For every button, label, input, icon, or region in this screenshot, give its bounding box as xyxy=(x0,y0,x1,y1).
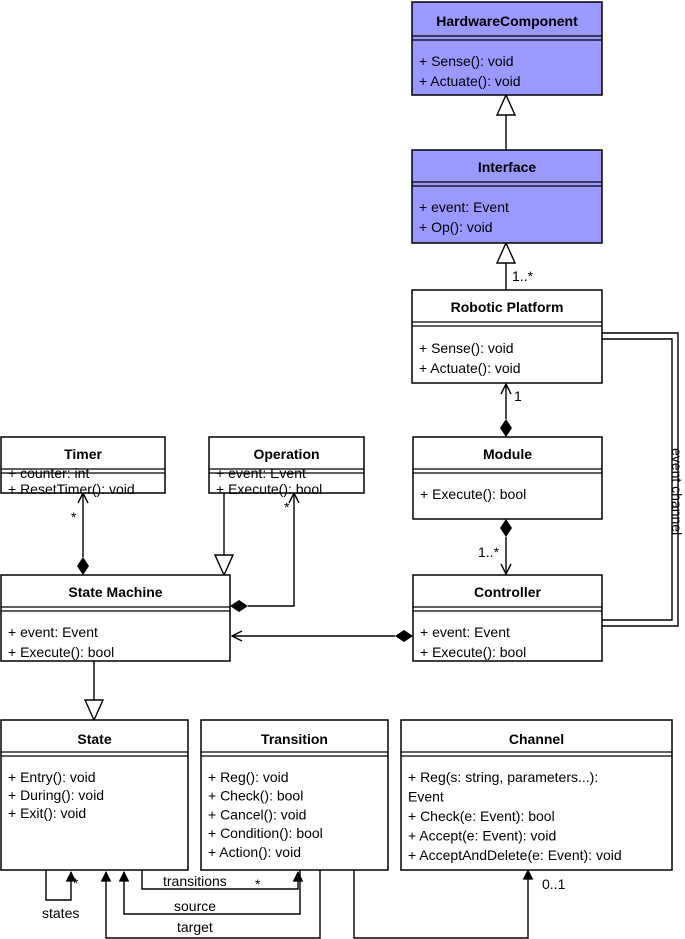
class-platform: Robotic Platform + Sense(): void + Actuate… xyxy=(411,289,603,384)
class-member: + Action(): void xyxy=(208,844,301,860)
composition-diamond-timer xyxy=(77,557,89,575)
class-box-platform xyxy=(411,289,603,384)
class-box-interface xyxy=(411,149,603,244)
class-interface: Interface + event: Event + Op(): void xyxy=(411,149,603,244)
class-timer: Timer + counter: int+ ResetTimer(): void xyxy=(0,436,166,497)
class-name-statemachine: State Machine xyxy=(68,584,162,600)
composition-operation xyxy=(248,493,294,607)
transitions-multiplicity: * xyxy=(255,876,261,892)
edge-labels: 1..* 1 1..* * * event channel transition… xyxy=(42,268,685,935)
event-channel-line-inner xyxy=(602,338,673,621)
class-member: + Cancel(): void xyxy=(208,806,306,822)
class-member: + Execute(): bool xyxy=(420,644,526,660)
class-box-state xyxy=(0,719,189,871)
class-member: + Actuate(): void xyxy=(419,73,521,89)
target-label: target xyxy=(177,919,213,935)
class-name-hardware: HardwareComponent xyxy=(436,13,578,29)
class-name-controller: Controller xyxy=(474,584,541,600)
module-controller-multiplicity: 1..* xyxy=(478,544,500,560)
class-box-statemachine xyxy=(0,574,231,662)
class-member: + ResetTimer(): void xyxy=(8,481,135,497)
class-member: + Reg(): void xyxy=(208,769,289,785)
class-member: + Sense(): void xyxy=(419,53,514,69)
interface-platform-multiplicity: 1..* xyxy=(512,268,534,284)
class-channel: Channel + Reg(s: string, parameters...): E… xyxy=(400,719,673,871)
class-member: + Op(): void xyxy=(419,219,493,235)
classes: HardwareComponent + Sense(): void + Actuat… xyxy=(0,1,673,871)
class-member: + Sense(): void xyxy=(419,340,514,356)
states-self-loop xyxy=(45,870,71,901)
class-name-module: Module xyxy=(483,446,532,462)
source-label: source xyxy=(174,898,216,914)
event-channel-line-outer xyxy=(602,332,679,627)
class-box-transition xyxy=(200,719,389,871)
composition-diamond-controller xyxy=(395,630,413,642)
composition-diamond-module-top xyxy=(500,419,512,437)
class-member: + Check(e: Event): bool xyxy=(408,808,555,824)
class-name-state: State xyxy=(77,731,111,747)
class-member: + Reg(s: string, parameters...): xyxy=(408,769,598,785)
class-transition: Transition + Reg(): void + Check(): bool + … xyxy=(200,719,389,871)
states-multiplicity: * xyxy=(73,875,79,891)
class-name-transition: Transition xyxy=(261,731,328,747)
source-association xyxy=(124,870,301,915)
states-label: states xyxy=(42,905,79,921)
class-name-interface: Interface xyxy=(478,159,537,175)
class-box-operation xyxy=(208,436,365,494)
timer-multiplicity: * xyxy=(71,509,77,525)
class-name-platform: Robotic Platform xyxy=(451,299,564,315)
class-member: + event: Event xyxy=(216,465,306,481)
class-member: + Actuate(): void xyxy=(419,360,521,376)
class-hardware: HardwareComponent + Sense(): void + Actuat… xyxy=(411,1,603,96)
class-member: + event: Event xyxy=(419,199,509,215)
generalization-triangle-interface xyxy=(495,241,517,264)
class-member: + Execute(): bool xyxy=(420,486,526,502)
class-controller: Controller + event: Event + Execute(): boo… xyxy=(412,574,603,662)
class-box-controller xyxy=(412,574,603,662)
generalization-triangle-operation xyxy=(213,554,235,577)
event-channel-label: event channel xyxy=(669,448,685,535)
class-box-timer xyxy=(0,436,166,494)
class-member: + counter: int xyxy=(8,465,89,481)
class-name-operation: Operation xyxy=(253,446,319,462)
class-member: + AcceptAndDelete(e: Event): void xyxy=(408,847,622,863)
operation-multiplicity: * xyxy=(284,499,290,515)
generalization-triangle-hardware xyxy=(495,93,517,116)
class-member: + Execute(): bool xyxy=(216,481,322,497)
class-name-channel: Channel xyxy=(509,731,564,747)
class-member: + event: Event xyxy=(8,624,98,640)
class-box-channel xyxy=(400,719,673,871)
class-operation: Operation + event: Event+ Execute(): bool xyxy=(208,436,365,497)
composition-diamond-sm xyxy=(230,600,248,612)
class-member: + Condition(): bool xyxy=(208,825,323,841)
generalization-triangle-sm xyxy=(83,699,105,722)
class-box-hardware xyxy=(411,1,603,96)
channel-association xyxy=(353,870,528,939)
platform-module-multiplicity: 1 xyxy=(514,388,522,404)
class-statemachine: State Machine + event: Event + Execute(): … xyxy=(0,574,231,662)
class-module: Module + Execute(): bool xyxy=(412,436,603,520)
class-member: Event xyxy=(408,789,444,805)
transitions-association xyxy=(141,870,298,890)
class-member: + Execute(): bool xyxy=(8,644,114,660)
class-member: + During(): void xyxy=(8,787,104,803)
class-member: + Check(): bool xyxy=(208,788,303,804)
class-member: + Exit(): void xyxy=(8,805,86,821)
target-association xyxy=(106,870,321,939)
channel-multiplicity: 0..1 xyxy=(542,876,566,892)
class-member: + event: Event xyxy=(420,624,510,640)
composition-diamond-module-bottom xyxy=(500,519,512,537)
class-name-timer: Timer xyxy=(64,446,102,462)
class-box-module xyxy=(412,436,603,520)
class-member: + Entry(): void xyxy=(8,769,96,785)
transitions-label: transitions xyxy=(163,873,227,889)
class-member: + Accept(e: Event): void xyxy=(408,828,556,844)
class-state: State + Entry(): void + During(): void + Ex… xyxy=(0,719,189,871)
relationships xyxy=(45,93,679,939)
